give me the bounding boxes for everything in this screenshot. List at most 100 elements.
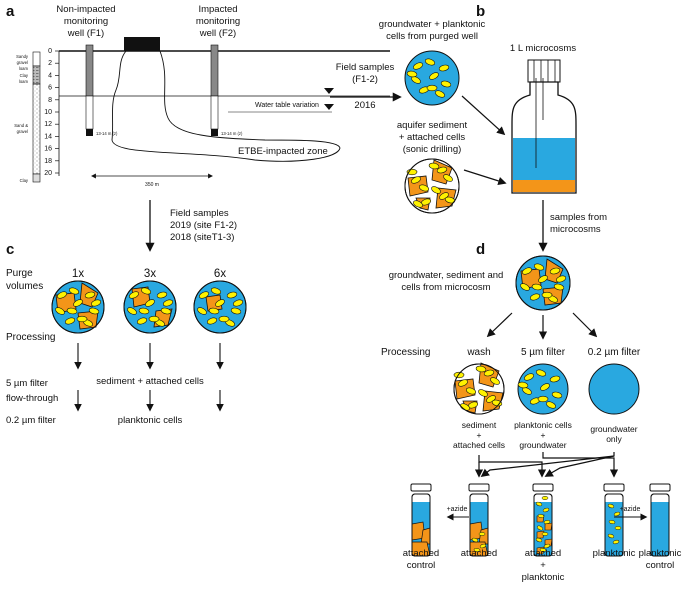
sediment-attached-cells-label: sediment + attached cells	[96, 376, 204, 387]
water-table-marker-icon	[324, 88, 334, 94]
bacterial-cell	[520, 283, 530, 291]
bacterial-cell	[73, 299, 83, 307]
bacterial-cell	[66, 307, 78, 315]
vial-label-planktonic-control: planktonic	[639, 548, 682, 559]
bacterial-cell	[162, 299, 174, 307]
panel-label-a: a	[6, 3, 15, 20]
purge-3x-circle	[123, 280, 177, 334]
bacterial-cell	[549, 375, 561, 383]
bacterial-cell	[531, 283, 543, 291]
depth-tick-label: 20	[44, 170, 52, 177]
well-f1-label: Non-impacted	[56, 4, 115, 15]
vial-label-planktonic-control: control	[646, 560, 675, 571]
distance-label: 350 m	[145, 182, 159, 188]
sediment-sample-circle	[404, 158, 460, 214]
bacterial-cell	[156, 291, 168, 299]
vial-cap	[410, 483, 432, 492]
samples-label: samples from	[550, 212, 607, 223]
vial-label-attached-planktonic: attached	[525, 548, 561, 559]
step-02um-filter: 0.2 µm filter	[6, 415, 56, 426]
bacterial-cell	[55, 307, 65, 315]
soil-label: Clay	[20, 73, 29, 78]
filter02-output-label: groundwater	[590, 424, 637, 434]
bacterial-cell	[57, 291, 67, 299]
soil-label: loam	[19, 66, 29, 71]
microcosm-sample-label: cells from microcosm	[401, 282, 490, 293]
soil-label: gravel	[17, 60, 28, 65]
filter5-output-label: planktonic cells	[514, 420, 572, 430]
vial-cap	[532, 483, 554, 492]
plume-label: ETBE-impacted zone	[238, 146, 328, 157]
bacterial-cell	[551, 391, 563, 399]
panel-label-c: c	[6, 241, 14, 258]
soil-label: loam	[19, 79, 29, 84]
vial-body	[650, 493, 670, 557]
bacterial-cell	[429, 72, 439, 80]
arrow-filter02-to-attached-planktonic	[544, 452, 615, 477]
field-samples-ab-label: Field samples	[336, 62, 395, 73]
bacterial-cell	[206, 317, 218, 325]
azide-label: +azide	[447, 506, 468, 513]
samples-label: microcosms	[550, 224, 601, 235]
bacterial-cell	[431, 186, 441, 194]
bacterial-cell	[475, 365, 487, 373]
bacterial-cell	[413, 200, 423, 208]
purge-1x-label: 1x	[72, 268, 84, 280]
microcosm-sample-circle	[515, 255, 571, 311]
water-table-marker-icon	[324, 104, 334, 110]
bacterial-cell	[453, 371, 465, 379]
vial-attached	[468, 483, 490, 557]
well-f2: 13-14 m (z)	[210, 44, 243, 136]
bacterial-cell	[458, 379, 468, 387]
bacterial-cell	[411, 176, 421, 184]
bacterial-cell	[138, 307, 150, 315]
vial-label-attached-planktonic: +	[540, 560, 546, 571]
method-5um-filter: 5 µm filter	[521, 347, 566, 358]
field-samples-ac-label: 2018 (siteT1-3)	[170, 232, 234, 243]
purge-3x-label: 3x	[144, 268, 156, 280]
step-5um-filter: 5 µm filter	[6, 378, 48, 389]
bacterial-cell	[208, 307, 220, 315]
purge-volumes-label: Purge	[6, 268, 33, 279]
depth-tick-label: 14	[44, 133, 52, 140]
water-table-label: Water table variation	[255, 102, 319, 109]
bacterial-cell	[424, 58, 436, 66]
vial-body	[533, 493, 553, 557]
method-wash: wash	[466, 347, 490, 358]
etbe-plume-outline	[111, 50, 341, 162]
soil-column: Sandy gravel loam Clay loam Sand & grave…	[14, 51, 41, 183]
vial-cap	[468, 483, 490, 492]
field-samples-ac-label: 2019 (site F1-2)	[170, 220, 237, 231]
vial-body	[604, 493, 624, 557]
depth-tick-label: 8	[48, 97, 52, 104]
depth-tick-label: 10	[44, 109, 52, 116]
bacterial-cell	[478, 389, 488, 397]
bacterial-cell	[522, 387, 532, 395]
depth-tick-label: 16	[44, 146, 52, 153]
panel-label-b: b	[476, 3, 485, 20]
bacterial-cell	[522, 267, 532, 275]
bacterial-cell	[555, 275, 567, 283]
vials-row	[410, 483, 671, 557]
bacterial-cell	[533, 263, 545, 271]
bacterial-cell	[413, 62, 423, 70]
filter5-output-label: groundwater	[519, 440, 566, 450]
vial-cap	[649, 483, 671, 492]
well-f2-label: Impacted	[198, 4, 237, 15]
bacterial-cell	[428, 162, 440, 170]
bacterial-cell	[64, 317, 76, 325]
microcosm-bottle	[511, 59, 577, 194]
vial-label-attached-planktonic: planktonic	[522, 572, 565, 583]
purge-1x-circle	[51, 280, 105, 334]
bacterial-cell	[418, 184, 430, 192]
soil-label: Clay	[20, 178, 29, 183]
well-f2-label: monitoring	[196, 16, 240, 27]
planktonic-cells-label: planktonic cells	[118, 415, 183, 426]
bacterial-cell	[136, 317, 148, 325]
arrow-filter02-to-attached	[480, 455, 615, 478]
field-samples-ac-label: Field samples	[170, 208, 229, 219]
bacterial-cell	[435, 90, 445, 98]
well-f2-label: well (F2)	[199, 28, 236, 39]
bacterial-cell	[160, 307, 172, 315]
bacterial-cell	[90, 299, 102, 307]
